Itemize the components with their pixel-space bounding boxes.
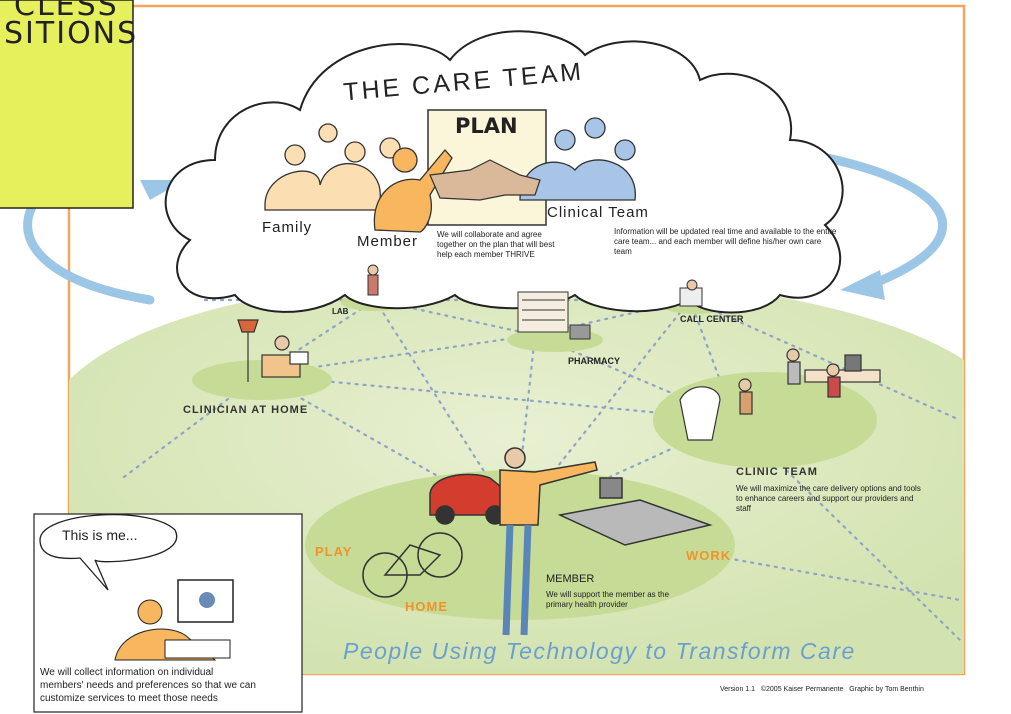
member-figure bbox=[373, 147, 453, 233]
plan-description: We will collaborate and agree together o… bbox=[437, 230, 555, 259]
tagline: People Using Technology to Transform Car… bbox=[343, 638, 856, 664]
right-arrow-head bbox=[840, 270, 885, 300]
pharmacy-scene bbox=[517, 291, 591, 340]
clinical-team-label: Clinical Team bbox=[547, 204, 649, 221]
clinician-home-scene bbox=[237, 319, 309, 382]
sticky-note bbox=[0, 0, 134, 209]
inset-bubble-text: This is me... bbox=[62, 527, 138, 543]
family-figures bbox=[264, 123, 401, 211]
credits: Version 1.1 ©2005 Kaiser Permanente Grap… bbox=[720, 686, 924, 693]
lab-figure bbox=[367, 264, 379, 296]
clinical-team-figures bbox=[519, 117, 636, 201]
handshake bbox=[429, 159, 541, 201]
sticky-note-line1: CLESS bbox=[14, 0, 119, 23]
member-label: Member bbox=[357, 233, 419, 250]
work-label: WORK bbox=[686, 548, 732, 563]
callcenter-scene bbox=[679, 279, 703, 307]
inset-caption-line3: customize services to meet those needs bbox=[40, 693, 218, 704]
clinic-team-description: We will maximize the care delivery optio… bbox=[736, 484, 921, 513]
home-label: HOME bbox=[405, 599, 448, 614]
info-description: Information will be updated real time an… bbox=[614, 227, 837, 256]
play-label: PLAY bbox=[315, 544, 353, 559]
member-ground-label: MEMBER bbox=[546, 573, 595, 585]
lab-label: LAB bbox=[332, 307, 349, 316]
clinic-team-scene bbox=[679, 348, 881, 441]
clinician-at-home-label: CLINICIAN AT HOME bbox=[183, 404, 309, 416]
inset-caption-line1: We will collect information on individua… bbox=[40, 667, 214, 678]
member-description: We will support the member as the primar… bbox=[546, 590, 670, 609]
right-arrow bbox=[775, 145, 948, 290]
family-label: Family bbox=[262, 219, 313, 236]
pharmacy-label: PHARMACY bbox=[568, 356, 621, 366]
plan-label: PLAN bbox=[455, 114, 518, 138]
clinic-team-label: CLINIC TEAM bbox=[736, 466, 818, 478]
inset-panel bbox=[33, 513, 303, 713]
sticky-note-line2: SITIONS bbox=[4, 16, 139, 51]
inset-caption-line2: members' needs and preferences so that w… bbox=[40, 680, 256, 691]
call-center-label: CALL CENTER bbox=[680, 314, 744, 324]
member-scene bbox=[362, 447, 713, 636]
